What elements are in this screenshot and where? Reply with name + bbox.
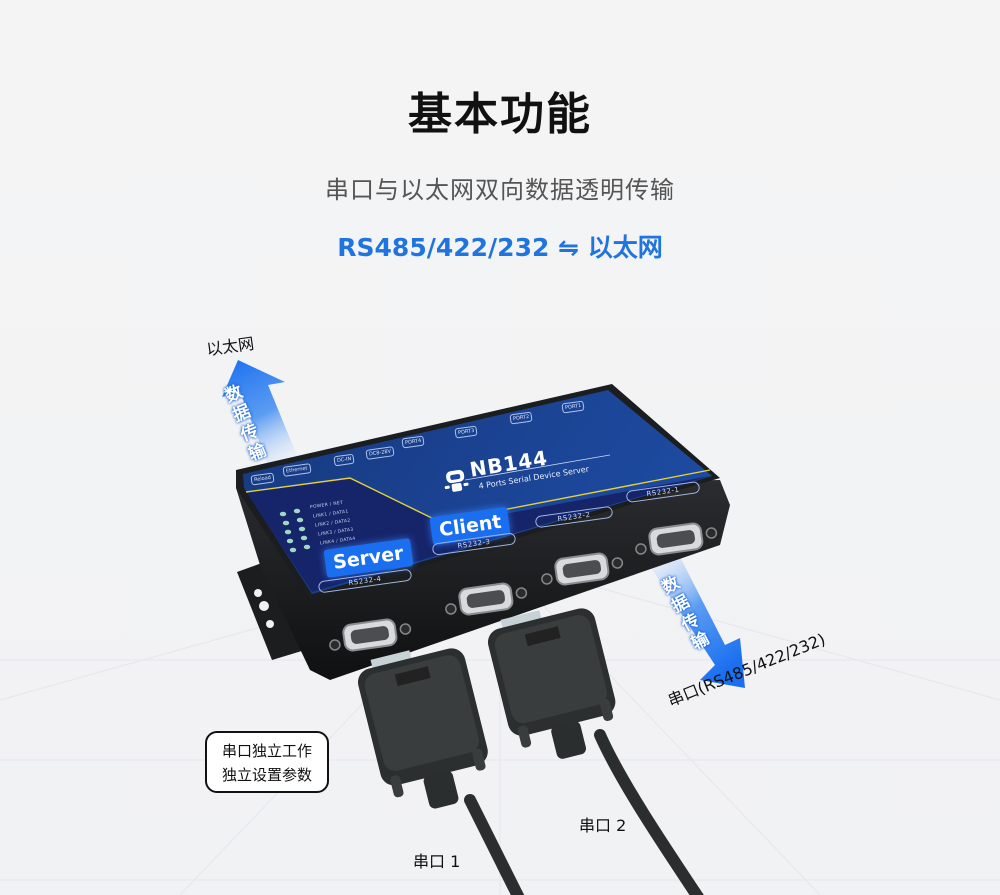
page-title: 基本功能	[408, 89, 592, 140]
callout-line2: 独立设置参数	[221, 766, 312, 784]
arrow-down-icon	[648, 557, 745, 688]
arrow-up-icon	[222, 360, 305, 482]
callout-line1: 串口独立工作	[221, 742, 312, 760]
callout-bubble: 串口独立工作 独立设置参数	[205, 731, 329, 793]
port2-label: 串口 2	[579, 816, 627, 835]
page-subtitle: 串口与以太网双向数据透明传输	[325, 176, 675, 204]
protocol-highlight: RS485/422/232 ⇋ 以太网	[337, 233, 663, 262]
port1-label: 串口 1	[413, 852, 461, 871]
